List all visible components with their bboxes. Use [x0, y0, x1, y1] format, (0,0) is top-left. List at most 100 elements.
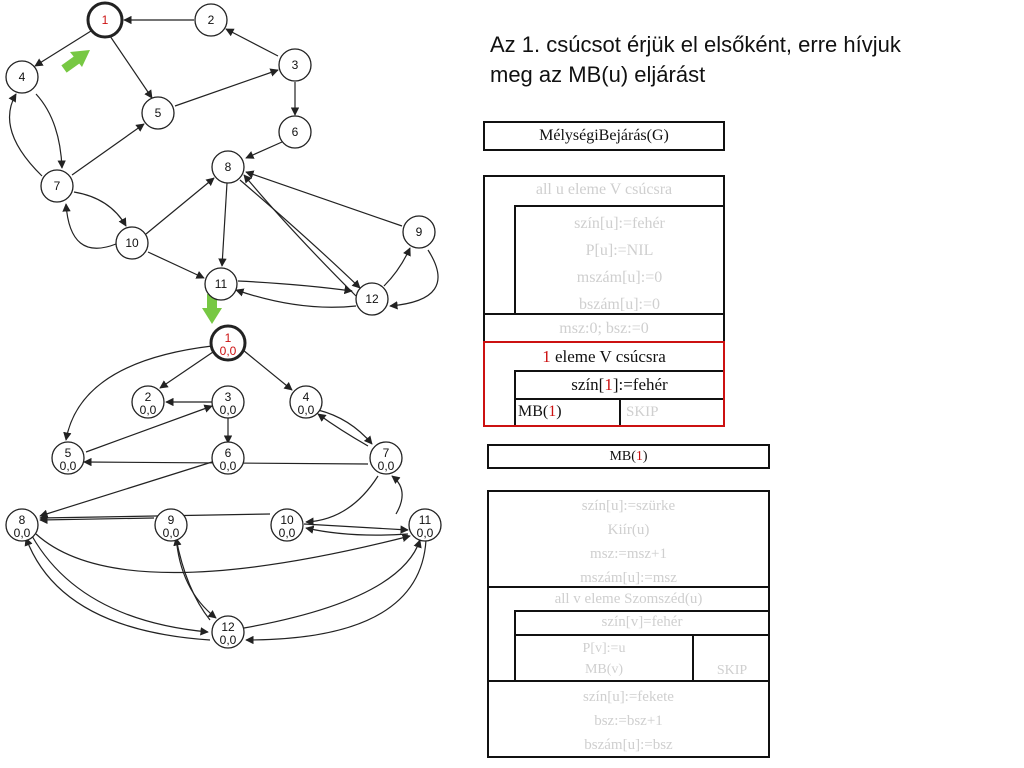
edge-9-12: [389, 249, 439, 310]
node-circle: [278, 48, 312, 82]
top-node-5: 5: [141, 96, 175, 130]
edge-b-8-12: [31, 535, 209, 636]
node-value: 0,0: [220, 344, 237, 358]
node-label: 2: [208, 13, 215, 27]
node-circle: [408, 508, 442, 542]
bottom-node-2: 20,0: [131, 385, 165, 419]
dfs-init-text: msz:0; bsz:=0: [559, 320, 649, 337]
bottom-node-11: 110,0: [408, 508, 442, 542]
node-value: 0,0: [220, 459, 237, 473]
node-value: 0,0: [220, 403, 237, 417]
mb-title-box: MB(1): [487, 444, 770, 469]
edge-b-9-12: [175, 535, 217, 619]
top-node-12: 12: [355, 282, 389, 316]
node-circle: [194, 3, 228, 37]
dfs-loop1-body-lines: szín[u]:=fehér P[u]:=NIL mszám[u]:=0 bsz…: [516, 210, 723, 318]
node-label: 12: [221, 620, 235, 634]
edge-12-9: [383, 247, 411, 287]
edge-1-4: [34, 30, 92, 67]
edge-b-5-3: [85, 404, 213, 453]
green-arrow-icon: [61, 50, 90, 73]
top-node-10: 10: [115, 226, 149, 260]
edge-8-11: [218, 182, 228, 267]
mb-pre-line-1: szín[u]:=szürke: [581, 498, 676, 514]
edge-6-8: [245, 141, 283, 159]
edge-b-11-12: [245, 539, 427, 645]
node-label: 4: [19, 70, 26, 84]
green-down-arrow-icon: [202, 294, 222, 324]
edge-b-1-5: [63, 345, 213, 441]
edge-7-4: [8, 93, 43, 177]
node-value: 0,0: [298, 403, 315, 417]
mb-pre-line-2: Kiír(u): [607, 522, 650, 538]
edge-10-11: [147, 251, 205, 279]
top-node-3: 3: [278, 48, 312, 82]
dfs-loop2-highlight: [483, 341, 725, 427]
node-circle: [40, 169, 74, 203]
edge-b-11-10: [305, 525, 409, 536]
node-circle: [211, 615, 245, 649]
edge-b-8-11: [35, 533, 411, 574]
top-graph-edges: [8, 15, 439, 310]
node-circle: [270, 508, 304, 542]
dfs-if-text: szín[1]:=fehér: [516, 375, 723, 395]
edge-10-7: [62, 203, 117, 249]
node-label: 4: [303, 390, 310, 404]
explanation-text: Az 1. csúcsot érjük el elsőként, erre hí…: [490, 30, 1010, 90]
node-circle: [211, 150, 245, 184]
node-circle: [86, 1, 124, 39]
dfs-skip-text: SKIP: [626, 404, 659, 420]
node-label: 11: [419, 513, 432, 527]
node-circle: [141, 96, 175, 130]
edge-b-12-8: [24, 537, 211, 641]
top-node-11: 11: [204, 267, 238, 301]
edge-b-1-4: [242, 349, 293, 391]
node-label: 12: [365, 292, 379, 306]
dfs-loop1-line-4: bszám[u]:=0: [579, 296, 660, 313]
node-label: 8: [225, 160, 232, 174]
bottom-node-12: 120,0: [211, 615, 245, 649]
node-label: 6: [292, 125, 299, 139]
node-label: 10: [280, 513, 294, 527]
node-label: 11: [215, 277, 228, 291]
edge-12-8: [243, 174, 357, 297]
node-circle: [115, 226, 149, 260]
node-value: 0,0: [14, 526, 31, 540]
edge-b-2-1: [159, 351, 214, 389]
dfs-call-prefix: MB(: [518, 403, 549, 420]
mb-else-text: SKIP: [716, 663, 748, 678]
dfs-loop1-line-1: szín[u]:=fehér: [574, 215, 665, 232]
bottom-node-5: 50,0: [51, 441, 85, 475]
node-circle: [402, 215, 436, 249]
mb-title-var: 1: [635, 449, 643, 464]
node-circle: [211, 441, 245, 475]
top-node-9: 9: [402, 215, 436, 249]
mb-pre-line-3: msz:=msz+1: [590, 546, 667, 562]
mb-then-lines: P[v]:=u MB(v): [516, 638, 692, 680]
node-circle: [211, 385, 245, 419]
node-circle: [209, 324, 247, 362]
node-label: 3: [292, 58, 299, 72]
node-label: 9: [416, 225, 423, 239]
top-node-7: 7: [40, 169, 74, 203]
node-value: 0,0: [140, 403, 157, 417]
edge-b-7-10: [305, 475, 379, 526]
edge-8-12: [239, 179, 361, 289]
node-circle: [131, 385, 165, 419]
explanation-line-1: Az 1. csúcsot érjük el elsőként, erre hí…: [490, 32, 901, 57]
node-label: 10: [125, 236, 139, 250]
mb-then-cell: [514, 634, 694, 682]
node-label: 8: [19, 513, 26, 527]
dfs-if-prefix: szín[: [571, 375, 605, 394]
mb-pre-line-4: mszám[u]:=msz: [580, 570, 677, 586]
node-value: 0,0: [60, 459, 77, 473]
dfs-loop2-text: eleme V csúcsra: [550, 347, 666, 366]
dfs-loop1-header: all u eleme V csúcsra: [535, 181, 673, 198]
bottom-node-6: 60,0: [211, 441, 245, 475]
edge-b-10-8: [39, 513, 271, 523]
dfs-title: MélységiBejárás(G): [539, 127, 669, 144]
node-circle: [204, 267, 238, 301]
bottom-node-3: 30,0: [211, 385, 245, 419]
edge-b-4-7: [317, 409, 373, 445]
